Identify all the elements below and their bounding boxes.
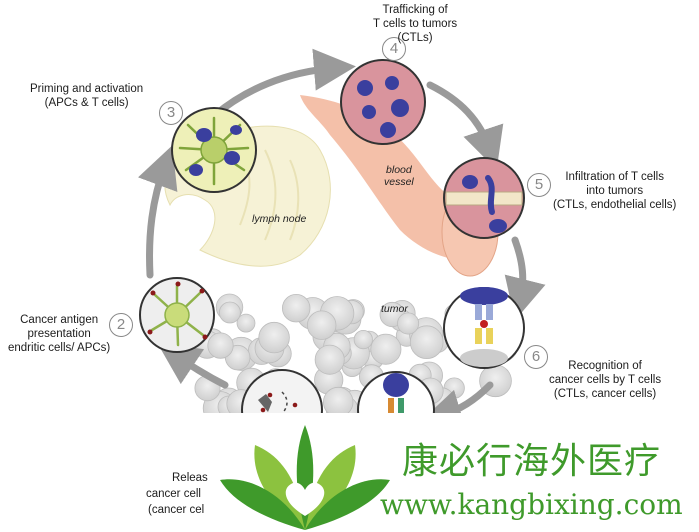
tumor-cell (236, 313, 256, 333)
step2-label-line3: endritic cells/ APCs) (8, 342, 111, 354)
tumor-cell (370, 333, 402, 365)
step6-label: Recognition of cancer cells by T cells (… (549, 359, 661, 401)
step5-label-line1: Infiltration of T cells (565, 171, 664, 183)
tumor-cell (282, 294, 311, 323)
step3-label-line1: Priming and activation (30, 83, 144, 95)
step4-label: Trafficking of T cells to tumors (CTLs) (373, 3, 457, 45)
step1-label-line2: cancer cell (146, 488, 201, 500)
arrow-3-to-4 (211, 48, 356, 119)
arrow-5-to-6 (504, 236, 546, 321)
step4-label-line3: (CTLs) (397, 32, 433, 44)
kangbixing-lotus-logo (220, 425, 390, 530)
step2-label-line2: presentation (27, 328, 91, 340)
step6-label-line3: (CTLs, cancer cells) (553, 388, 657, 400)
tumor-cell (397, 312, 420, 335)
tumor-cell (314, 344, 345, 375)
tumor-cell (218, 301, 241, 324)
blood-vessel-label-line1: blood (386, 164, 412, 176)
watermark-url-text: www.kangbixing.com (380, 488, 683, 521)
tumor-cell (409, 325, 444, 360)
step4-trafficking-circle (340, 59, 426, 145)
lymph-node-label: lymph node (252, 213, 307, 225)
step3-apc-priming-circle (171, 107, 257, 193)
step-number-5: 5 (527, 173, 551, 197)
step4-label-line2: T cells to tumors (373, 18, 458, 30)
step5-label: Infiltration of T cells into tumors (CTL… (553, 170, 676, 212)
step2-label: Cancer antigen presentation endritic cel… (8, 313, 110, 355)
arrow-1-to-2 (157, 343, 229, 389)
step5-label-line3: (CTLs, endothelial cells) (553, 199, 677, 211)
tumor-cell (307, 310, 337, 340)
watermark-chinese-text: 康必行海外医疗 (402, 441, 662, 482)
tumor-mass (193, 293, 518, 428)
step6-label-line1: Recognition of (568, 360, 642, 372)
step-number-4: 4 (382, 37, 406, 61)
step5-label-line2: into tumors (586, 185, 644, 197)
step3-label: Priming and activation (APCs & T cells) (30, 82, 143, 110)
step3-label-line2: (APCs & T cells) (44, 97, 129, 109)
step6-label-line2: cancer cells by T cells (549, 374, 662, 386)
step6-recognition-circle (443, 287, 525, 369)
arrow-4-to-5 (426, 81, 504, 170)
step1-label-line3: (cancer cel (148, 504, 205, 516)
blood-vessel-label-line2: vessel (384, 176, 414, 188)
step4-label-line1: Trafficking of (382, 4, 448, 16)
arrow-2-to-3 (138, 145, 178, 279)
step-number-6: 6 (524, 345, 548, 369)
tumor-cell (258, 321, 290, 354)
tumor-label: tumor (381, 303, 408, 315)
step1-label-line1: Releas (172, 472, 208, 484)
tumor-cell (353, 329, 373, 350)
step2-antigen-presentation-circle (139, 277, 215, 353)
step2-label-line1: Cancer antigen (20, 314, 99, 326)
step5-infiltration-circle (443, 157, 525, 239)
step-number-2: 2 (109, 313, 133, 337)
step-number-3: 3 (159, 101, 183, 125)
blood-vessel-label: blood vessel (384, 164, 414, 188)
tumor-cell (207, 332, 234, 359)
